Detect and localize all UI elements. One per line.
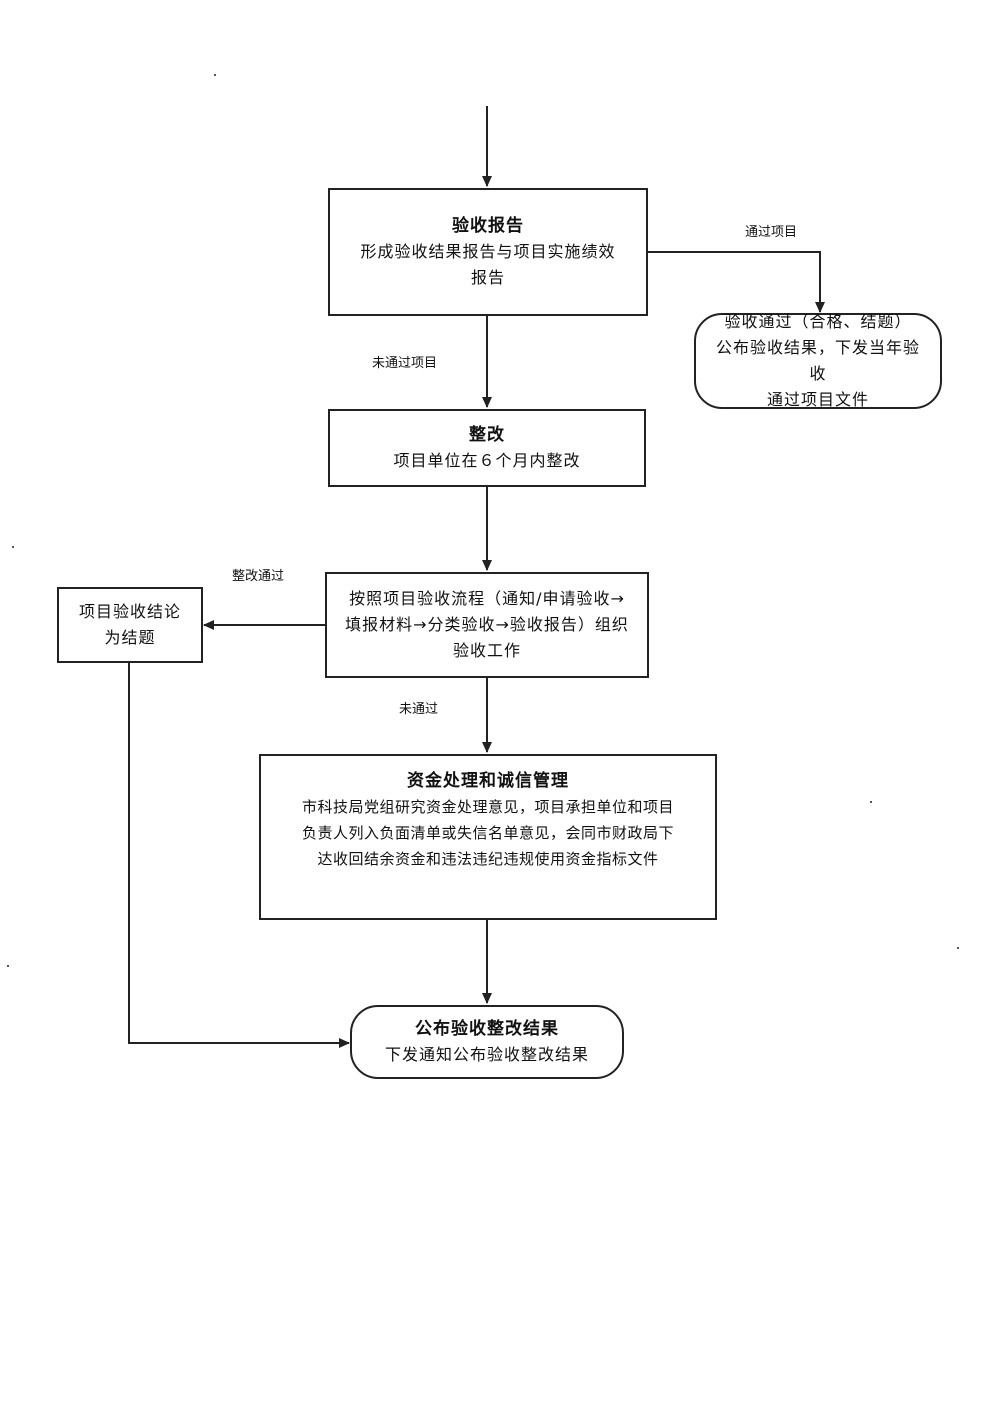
node-acceptance-process: 按照项目验收流程（通知/申请验收→ 填报材料→分类验收→验收报告）组织 验收工作	[325, 572, 649, 678]
node-rectify-line-1: 项目单位在６个月内整改	[393, 451, 581, 470]
edge-label-not-pass-project: 未通过项目	[372, 356, 438, 371]
node-publish-rectify-result: 公布验收整改结果 下发通知公布验收整改结果	[350, 1005, 624, 1079]
node-acceptance-conclusion: 项目验收结论 为结题	[57, 587, 203, 663]
edge-label-rectify-pass: 整改通过	[232, 569, 285, 584]
node-acceptance-report-title: 验收报告	[452, 216, 524, 236]
node-acceptance-passed-line-2: 公布验收结果，下发当年验收	[715, 338, 920, 383]
node-funds-credit-management-line-2: 负责人列入负面清单或失信名单意见，会同市财政局下	[301, 824, 674, 842]
node-acceptance-conclusion-line-1: 项目验收结论	[78, 602, 181, 621]
scan-speck	[12, 546, 14, 548]
arrow-conclusion-to-publish	[128, 663, 350, 1048]
node-publish-rectify-result-title: 公布验收整改结果	[415, 1019, 559, 1039]
scan-speck	[870, 801, 872, 803]
node-acceptance-passed-line-3: 通过项目文件	[766, 390, 869, 409]
node-rectify: 整改 项目单位在６个月内整改	[328, 409, 646, 487]
edge-label-fail: 未通过	[399, 702, 439, 717]
node-rectify-title: 整改	[469, 425, 505, 445]
node-funds-credit-management-line-3: 达收回结余资金和违法违纪违规使用资金指标文件	[317, 850, 659, 868]
node-acceptance-process-line-2: 填报材料→分类验收→验收报告）组织	[345, 615, 629, 634]
node-acceptance-process-line-1: 按照项目验收流程（通知/申请验收→	[349, 589, 625, 608]
node-publish-rectify-result-line-1: 下发通知公布验收整改结果	[384, 1045, 589, 1064]
scan-speck	[7, 965, 9, 967]
node-acceptance-report: 验收报告 形成验收结果报告与项目实施绩效 报告	[328, 188, 648, 316]
node-acceptance-passed-line-1: 验收通过（合格、结题）	[724, 312, 912, 331]
node-acceptance-report-line-2: 报告	[470, 268, 505, 287]
node-funds-credit-management-title: 资金处理和诚信管理	[407, 771, 569, 791]
node-acceptance-process-line-3: 验收工作	[452, 641, 521, 660]
node-funds-credit-management: 资金处理和诚信管理 市科技局党组研究资金处理意见，项目承担单位和项目 负责人列入…	[259, 754, 717, 920]
node-acceptance-report-line-1: 形成验收结果报告与项目实施绩效	[360, 242, 616, 261]
scan-speck	[957, 947, 959, 949]
node-acceptance-conclusion-line-2: 为结题	[104, 628, 156, 647]
node-funds-credit-management-line-1: 市科技局党组研究资金处理意见，项目承担单位和项目	[301, 798, 674, 816]
node-acceptance-passed: 验收通过（合格、结题） 公布验收结果，下发当年验收 通过项目文件	[694, 312, 942, 409]
scan-speck	[214, 74, 216, 76]
edge-label-pass-project: 通过项目	[745, 225, 798, 240]
arrow-report-to-passed	[648, 251, 825, 313]
